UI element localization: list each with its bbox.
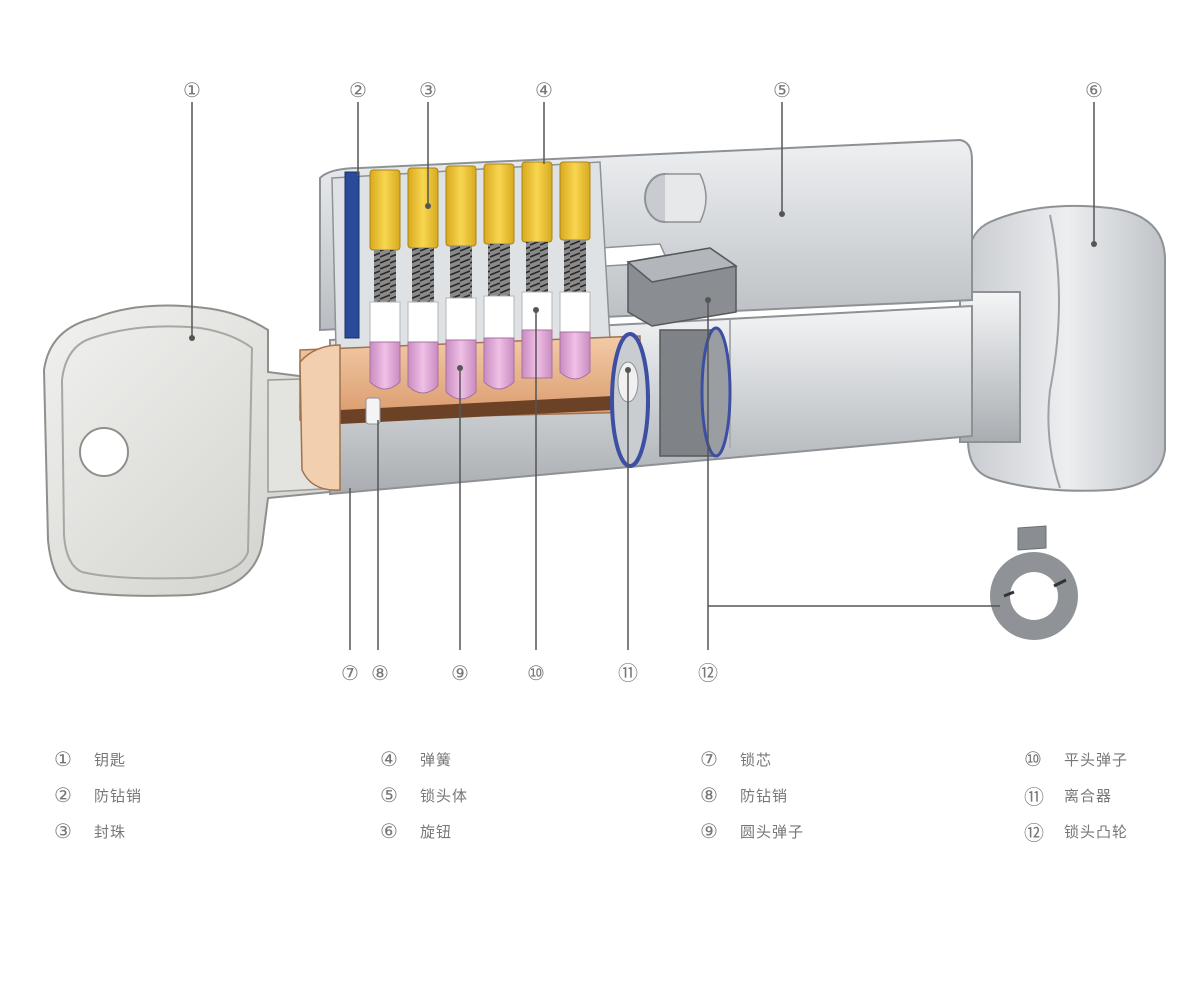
callout-10: ⑩ (527, 661, 545, 685)
callout-2: ② (349, 78, 367, 102)
callout-9: ⑨ (451, 661, 469, 685)
pin-stack-2 (407, 167, 439, 394)
clutch (610, 332, 650, 468)
callout-4: ④ (535, 78, 553, 102)
callout-3: ③ (419, 78, 437, 102)
callout-1: ① (183, 78, 201, 102)
pin-stack-1 (369, 169, 401, 390)
cam-detail-icon (990, 525, 1078, 640)
pin-stack-3 (445, 165, 477, 400)
callout-6: ⑥ (1085, 78, 1103, 102)
callout-numbers: ① ② ③ ④ ⑤ ⑥ ⑦ ⑧ ⑨ ⑩ ⑪ ⑫ (183, 78, 1103, 685)
leader-lines (191, 102, 1095, 650)
callout-12: ⑫ (698, 661, 718, 685)
callout-5: ⑤ (773, 78, 791, 102)
key (42, 304, 343, 597)
callout-11: ⑪ (618, 661, 638, 685)
cam (626, 247, 738, 458)
pin-stack-5 (521, 161, 553, 379)
anti-drill-plate (344, 171, 360, 339)
callout-8: ⑧ (371, 661, 389, 685)
pin-stack-4 (483, 163, 515, 390)
plug-anti-drill-pin (365, 397, 381, 425)
pin-stack-6 (559, 161, 591, 380)
callout-7: ⑦ (341, 661, 359, 685)
leader-dots (189, 203, 1097, 373)
